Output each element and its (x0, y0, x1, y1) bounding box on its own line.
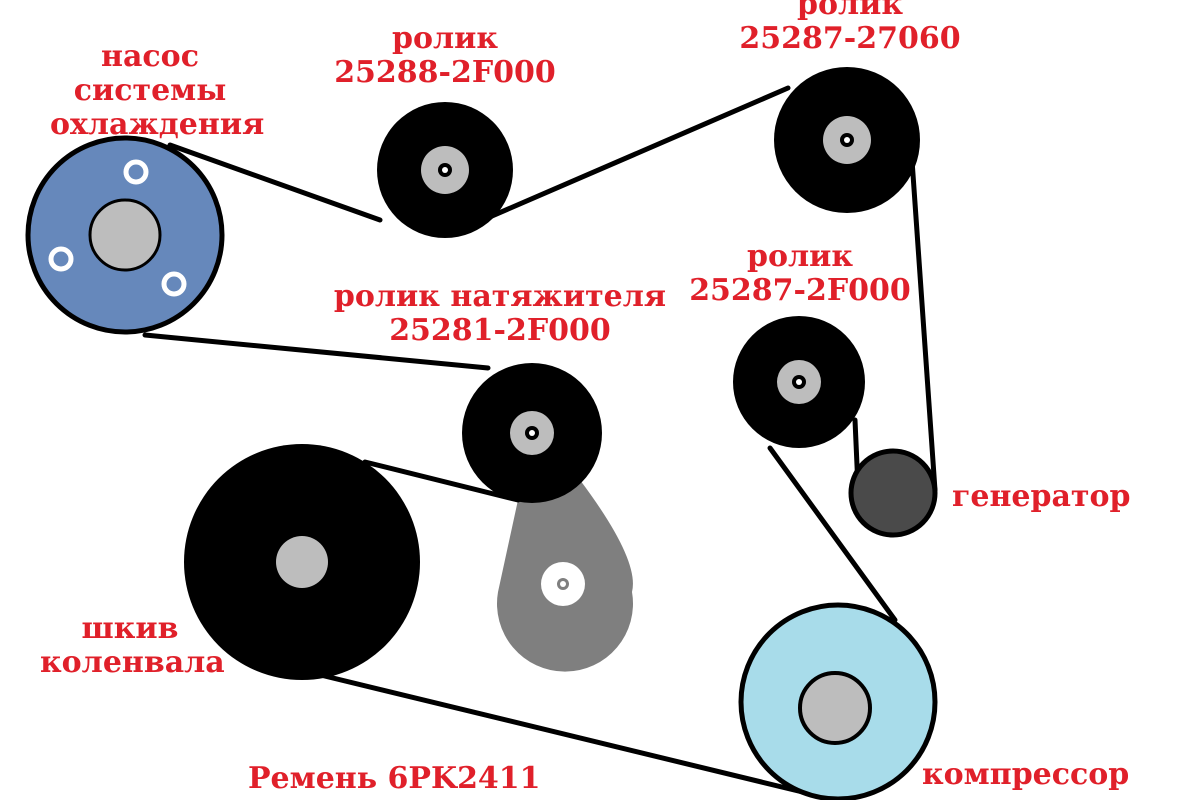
belt (142, 85, 938, 798)
tensioner-idler-pulley (462, 363, 602, 503)
label-line: ролик (796, 0, 904, 22)
water-pump-pulley (25, 135, 225, 335)
idler-pulley-25287-27060 (774, 67, 920, 213)
label-ac-compressor: компрессор кондиционера (922, 758, 1192, 800)
label-belt: Ремень 6PK2411 (248, 761, 541, 796)
bolt-hole (161, 271, 187, 297)
label-line: компрессор (922, 758, 1130, 792)
label-idler-top-left: ролик 25288-2F000 (330, 22, 560, 90)
label-idler-top-right: ролик 25287-27060 (735, 0, 965, 56)
ac-compressor-pulley (738, 602, 938, 800)
idler-pulley-25288-2F000 (377, 102, 513, 238)
label-water-pump: насос системы охлаждения (50, 39, 265, 142)
label-line: охлаждения (50, 107, 265, 142)
label-line: ролик (746, 239, 854, 274)
label-line: насос (101, 39, 199, 74)
water-pump-hub (88, 198, 162, 272)
label-line: системы (73, 73, 227, 108)
label-line: 25287-27060 (739, 21, 961, 56)
label-generator: генератор (952, 479, 1131, 514)
crankshaft-pulley (184, 444, 420, 680)
label-line: 25287-2F000 (689, 273, 911, 308)
label-line: 25281-2F000 (389, 313, 611, 348)
bolt-hole (48, 246, 74, 272)
label-line: 25288-2F000 (334, 55, 556, 90)
idler-pulley-25287-2F000 (733, 316, 865, 448)
label-idler-mid-right: ролик 25287-2F000 (685, 240, 915, 308)
label-line: ролик (391, 21, 499, 56)
ac-compressor-hub (798, 671, 872, 745)
label-tensioner: ролик натяжителя 25281-2F000 (330, 280, 670, 348)
generator-pulley (848, 448, 938, 538)
label-line: кондиционера (922, 792, 1192, 800)
label-line: шкив (81, 611, 179, 646)
bolt-hole (123, 159, 149, 185)
label-line: коленвала (40, 645, 225, 680)
label-crankshaft: шкив коленвала (40, 611, 225, 680)
label-line: ролик натяжителя (333, 279, 667, 314)
